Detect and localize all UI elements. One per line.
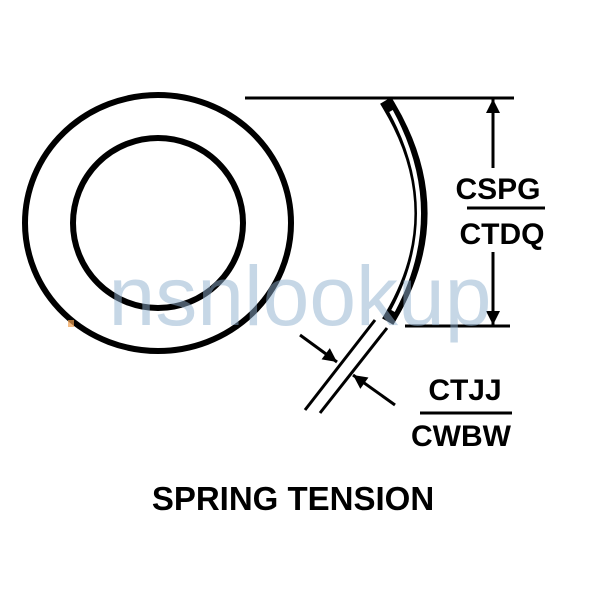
thickness-arrow-in xyxy=(299,333,338,364)
thickness-extension-line-2 xyxy=(318,327,389,414)
spring-side-view-inner xyxy=(389,110,421,312)
watermark: nsnlookup xyxy=(109,249,492,343)
washer-outer-circle xyxy=(22,92,294,354)
watermark-dot xyxy=(68,320,74,327)
height-label-top: CSPG xyxy=(455,173,540,206)
thickness-arrow-out xyxy=(352,373,396,407)
diagram-title: SPRING TENSION xyxy=(152,480,434,517)
washer-inner-circle xyxy=(70,135,246,311)
thickness-extension-line-1 xyxy=(303,319,377,411)
thickness-label-bottom: CWBW xyxy=(411,420,512,453)
thickness-label-top: CTJJ xyxy=(428,374,501,407)
height-label-bottom: CTDQ xyxy=(460,218,545,251)
